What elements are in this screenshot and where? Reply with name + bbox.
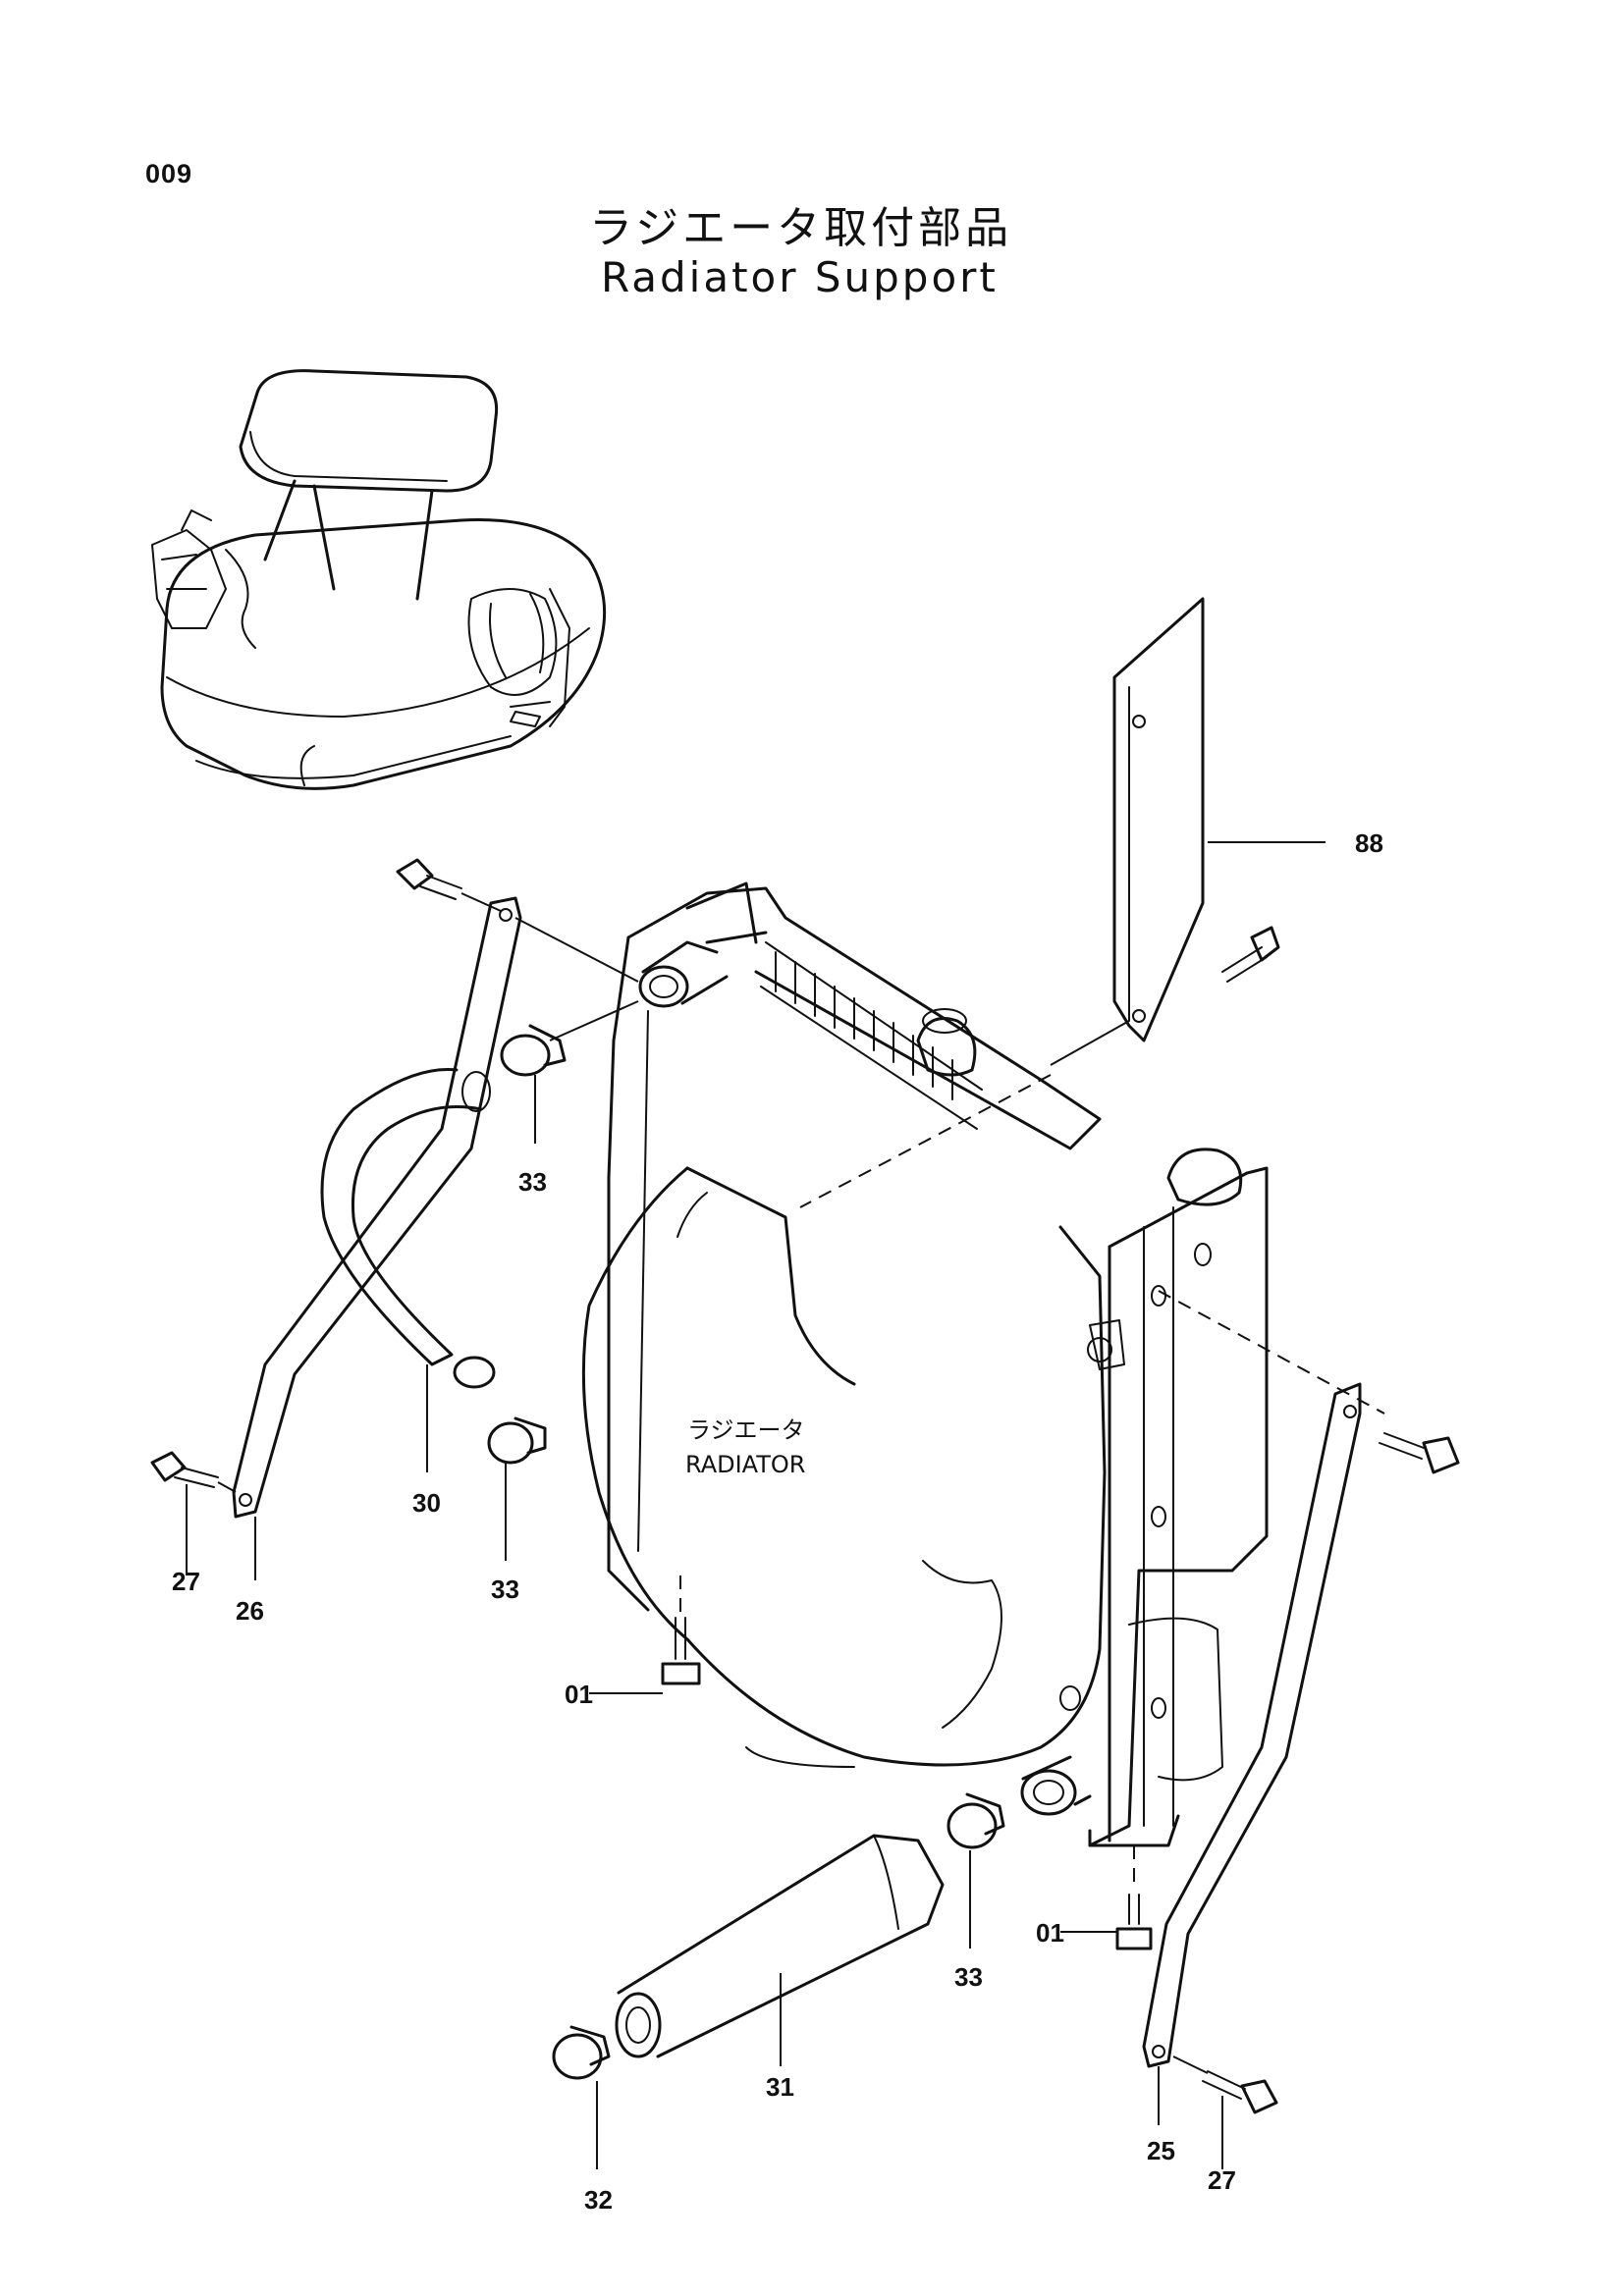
bolt-icon [589, 1575, 701, 1694]
part-label-27-right: 27 [1208, 2165, 1236, 2195]
machine-overview-illustration [151, 369, 607, 790]
support-strut-part-25 [1142, 1382, 1362, 2125]
part-label-32: 32 [584, 2185, 613, 2215]
bolt-icon [1379, 1432, 1460, 1474]
lower-hose-part-31 [615, 1834, 945, 2066]
part-label-27-left: 27 [172, 1567, 200, 1596]
bolt-icon [1221, 926, 1280, 983]
part-label-33-lower: 33 [954, 1962, 983, 1992]
bolt-icon [1172, 2056, 1278, 2169]
hose-clamp-icon [500, 1000, 639, 1144]
part-label-33-middle: 33 [491, 1575, 519, 1604]
part-label-33-upper: 33 [518, 1167, 547, 1197]
radiator-assembly [581, 881, 1269, 1847]
hose-clamp-icon [947, 1792, 1005, 1949]
upper-hose-part-30 [320, 1068, 496, 1472]
part-label-31: 31 [766, 2072, 794, 2102]
part-label-01-left: 01 [565, 1680, 593, 1709]
part-label-26: 26 [236, 1596, 264, 1626]
page-title-english: Radiator Support [601, 253, 999, 301]
radiator-callout-english: RADIATOR [685, 1451, 805, 1478]
bolt-icon [1060, 1845, 1153, 1950]
part-label-25: 25 [1147, 2136, 1175, 2165]
bolt-icon [396, 858, 502, 912]
hose-clamp-icon [552, 2025, 611, 2169]
page-number: 009 [145, 159, 193, 188]
part-label-01-right: 01 [1036, 1918, 1064, 1948]
hose-clamp-icon [487, 1416, 547, 1561]
part-label-30: 30 [412, 1488, 441, 1518]
support-strut-part-26 [232, 896, 639, 1580]
bolt-icon [150, 1451, 237, 1575]
radiator-callout-japanese: ラジエータ [687, 1416, 805, 1444]
plate-part-88 [1050, 597, 1325, 1066]
part-label-88: 88 [1355, 828, 1383, 858]
page-title-japanese: ラジエータ取付部品 [589, 203, 1013, 253]
